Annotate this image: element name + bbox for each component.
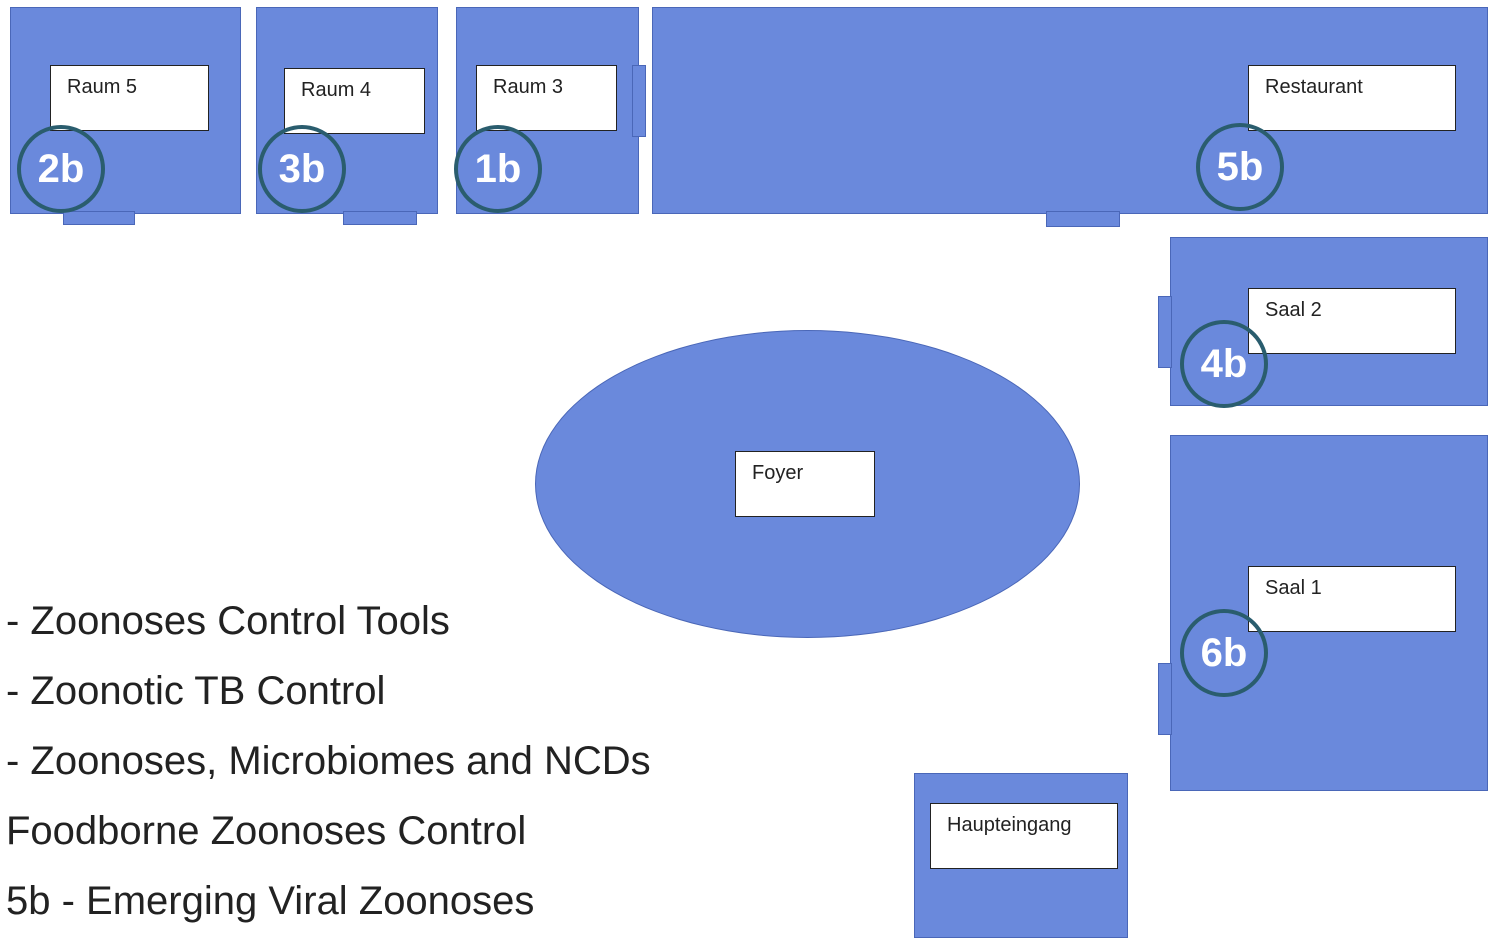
legend-item: - Zoonotic TB Control	[6, 669, 386, 713]
room-label-foyer: Foyer	[735, 451, 875, 517]
room-label-saal-1: Saal 1	[1248, 566, 1456, 632]
room-label-raum-3: Raum 3	[476, 65, 617, 131]
room-label-haupteingang: Haupteingang	[930, 803, 1118, 869]
legend-item: - Zoonoses, Microbiomes and NCDs	[6, 739, 651, 783]
legend-item: 5b - Emerging Viral Zoonoses	[6, 879, 535, 923]
door-raum-4	[343, 211, 417, 225]
badge-3b: 3b	[258, 125, 346, 213]
badge-5b: 5b	[1196, 123, 1284, 211]
door-saal-2	[1158, 296, 1172, 368]
badge-6b: 6b	[1180, 609, 1268, 697]
door-restaurant	[1046, 211, 1120, 227]
door-raum-3	[632, 65, 646, 137]
badge-2b: 2b	[17, 125, 105, 213]
door-raum-5	[63, 211, 135, 225]
legend-item: - Zoonoses Control Tools	[6, 599, 450, 643]
room-label-raum-4: Raum 4	[284, 68, 425, 134]
room-label-restaurant: Restaurant	[1248, 65, 1456, 131]
badge-1b: 1b	[454, 125, 542, 213]
door-saal-1	[1158, 663, 1172, 735]
badge-4b: 4b	[1180, 320, 1268, 408]
session-legend: - Zoonoses Control Tools - Zoonotic TB C…	[6, 598, 651, 948]
legend-item: Foodborne Zoonoses Control	[6, 809, 527, 853]
room-label-saal-2: Saal 2	[1248, 288, 1456, 354]
room-label-raum-5: Raum 5	[50, 65, 209, 131]
